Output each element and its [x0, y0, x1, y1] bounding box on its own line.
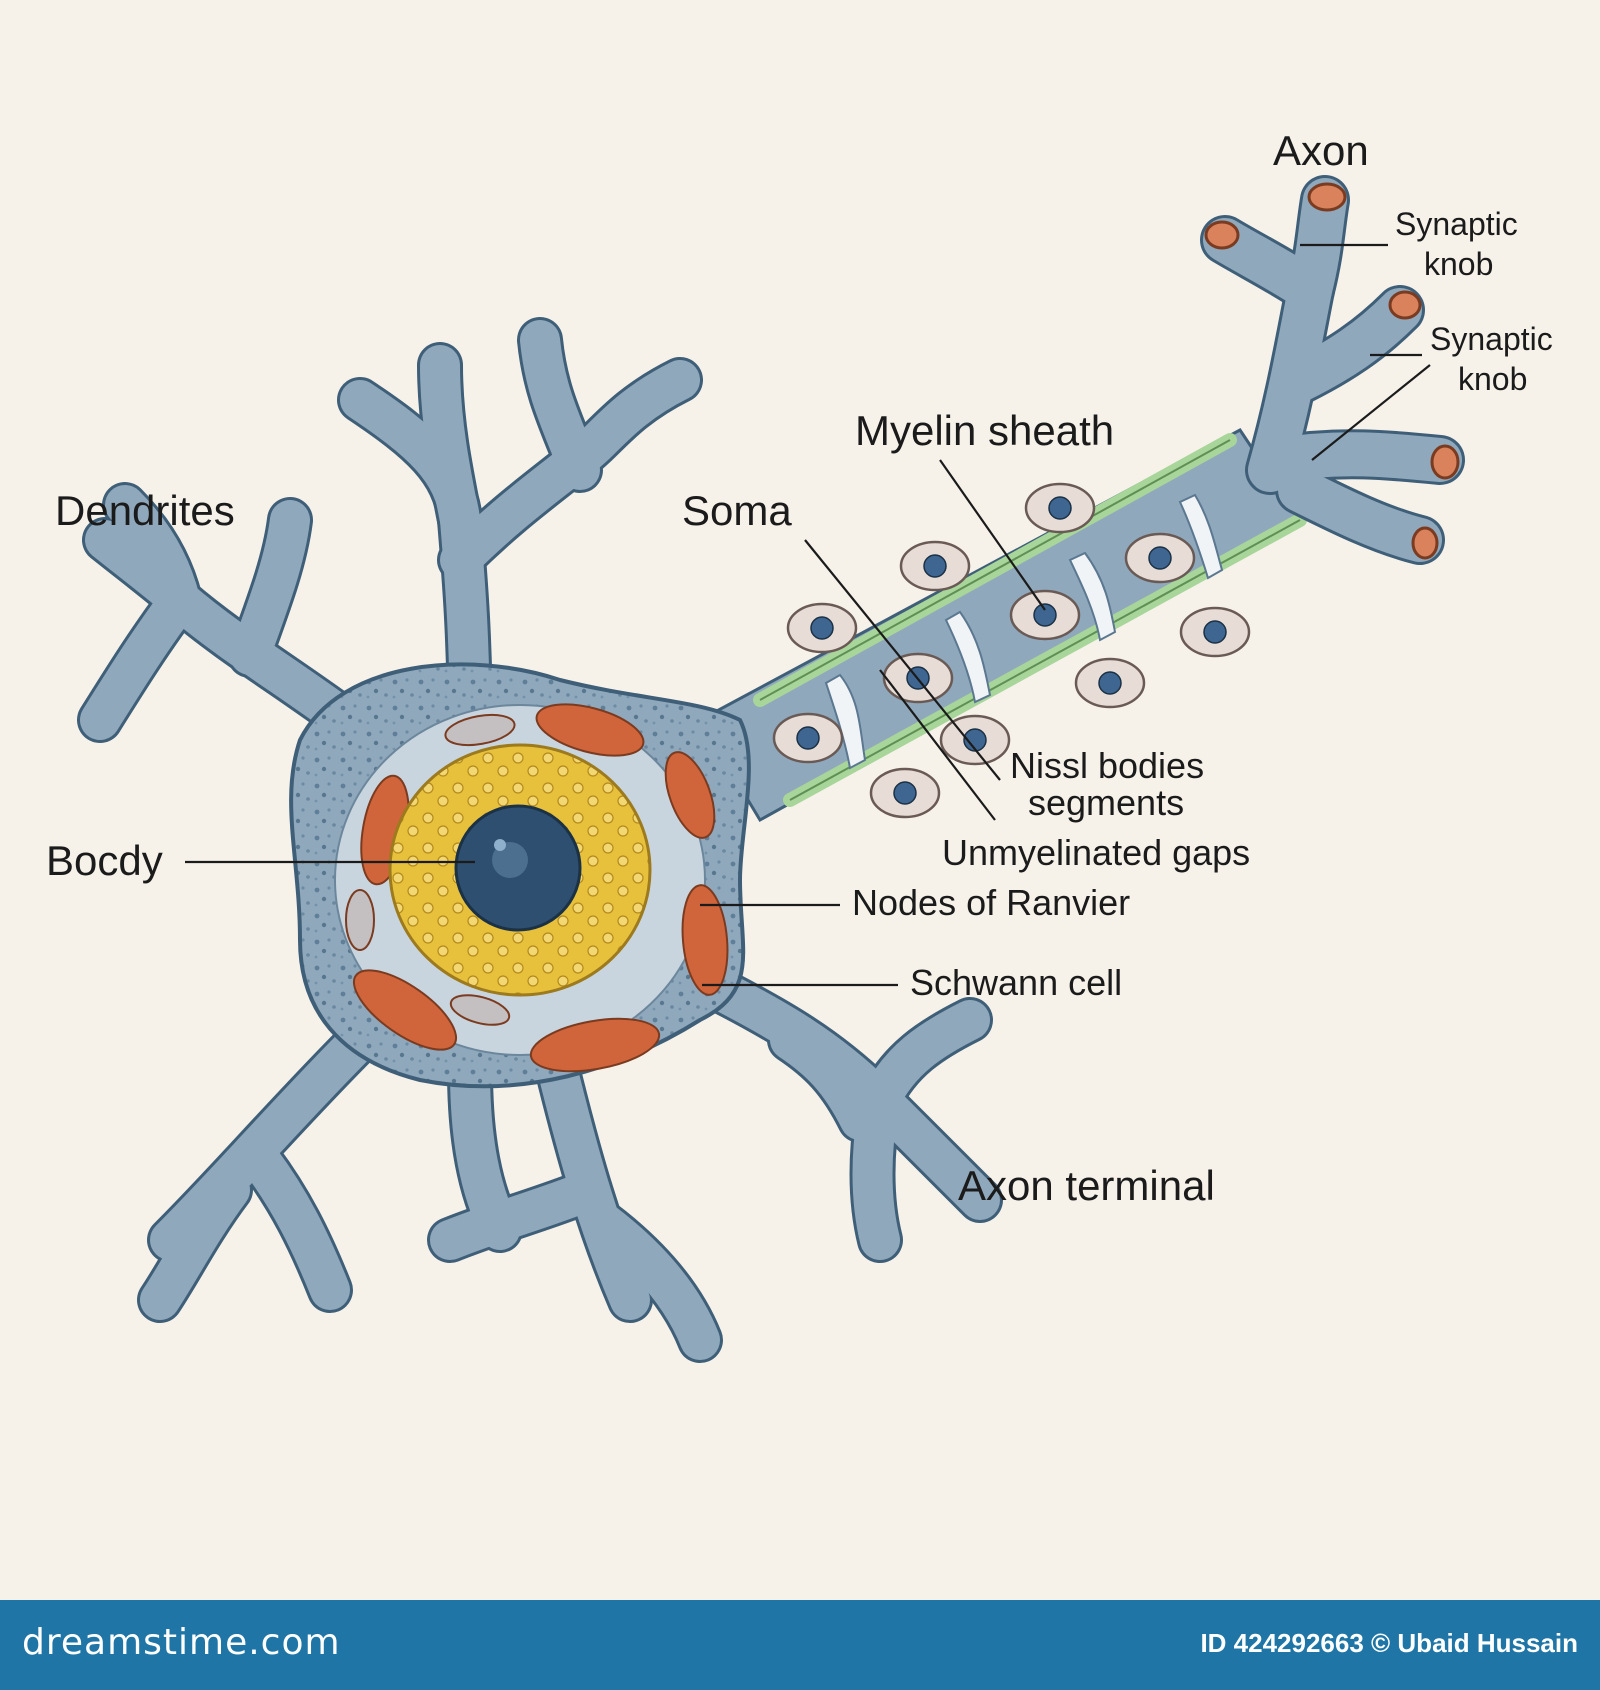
label-nissl-line2: segments	[1028, 782, 1184, 823]
label-synaptic-knob-1-line1: Synaptic	[1395, 206, 1518, 242]
nodes-of-ranvier	[824, 493, 1224, 770]
label-nodes-of-ranvier: Nodes of Ranvier	[852, 882, 1130, 923]
neuron-diagram: Axon Synaptic knob Synaptic knob Myelin …	[46, 127, 1553, 1363]
label-dendrites: Dendrites	[55, 487, 235, 534]
leader-lines	[185, 243, 1431, 987]
label-synaptic-knob-1-line2: knob	[1424, 246, 1493, 282]
label-soma: Soma	[682, 487, 792, 534]
label-synaptic-knob-2-line2: knob	[1458, 361, 1527, 397]
synaptic-terminals	[1200, 175, 1465, 565]
label-axon-terminal: Axon terminal	[958, 1162, 1215, 1209]
label-unmyelinated-gaps: Unmyelinated gaps	[942, 832, 1250, 873]
label-axon: Axon	[1273, 127, 1369, 174]
dendrites	[77, 317, 703, 803]
label-nissl-line1: Nissl bodies	[1010, 745, 1204, 786]
label-schwann-cell: Schwann cell	[910, 962, 1122, 1003]
image-credit: ID 424292663 © Ubaid Hussain	[1200, 1628, 1578, 1658]
nucleus	[388, 743, 652, 997]
synaptic-knobs	[1204, 182, 1460, 560]
schwann-cells	[772, 482, 1251, 819]
axon-terminal-branches	[137, 957, 1003, 1363]
brand-logo[interactable]: dreamstime.com	[22, 1622, 341, 1663]
label-synaptic-knob-2-line1: Synaptic	[1430, 321, 1553, 357]
label-body: Bocdy	[46, 837, 163, 884]
label-myelin-sheath: Myelin sheath	[855, 407, 1114, 454]
footer-bar: dreamstime.com ID 424292663 © Ubaid Huss…	[0, 1600, 1600, 1690]
